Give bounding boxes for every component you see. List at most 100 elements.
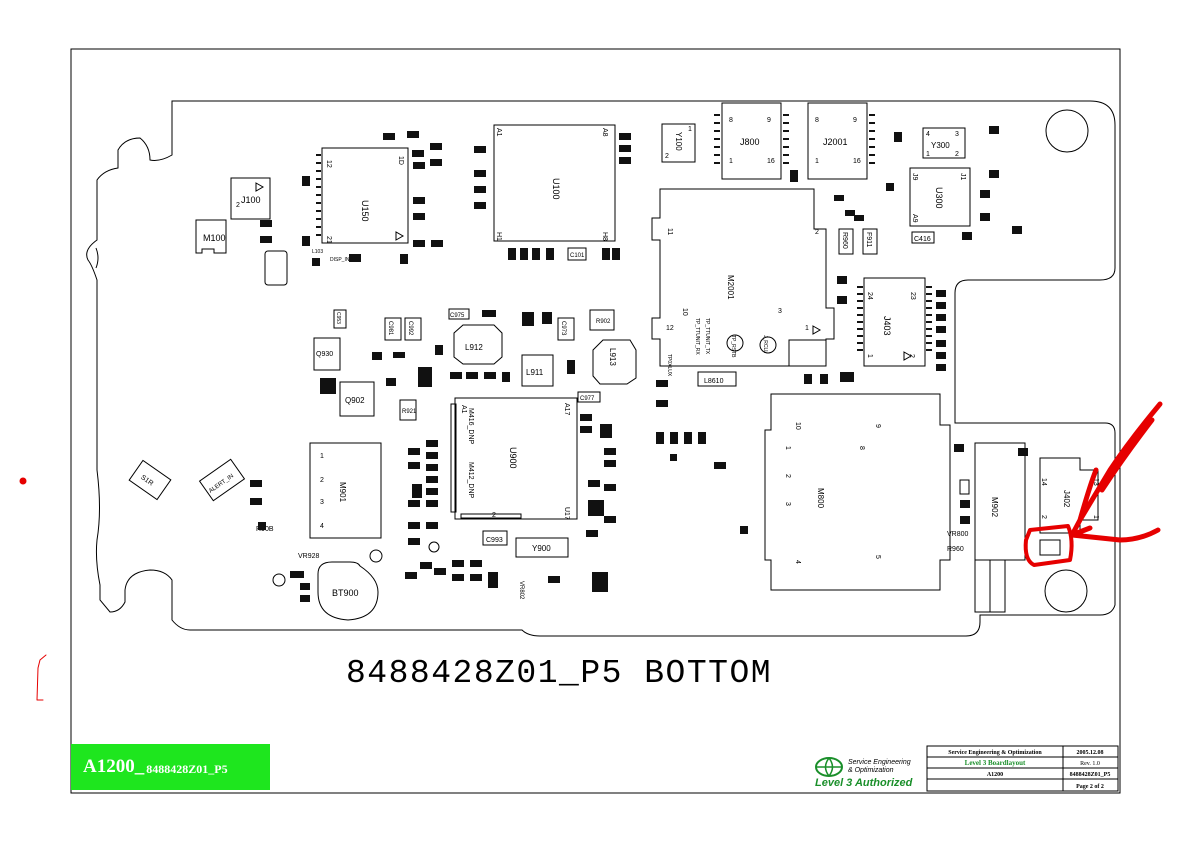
vr800-label: VR800 (947, 531, 969, 538)
bt900-label: BT900 (332, 588, 359, 598)
m2001-pin-1: 1 (805, 325, 809, 332)
m902-label: M902 (990, 497, 999, 518)
j2001-label: J2001 (823, 137, 848, 147)
capacitor-c101 (567, 247, 587, 261)
r921-label: R921 (402, 409, 417, 415)
capacitor-c975 (448, 308, 470, 320)
l912-label: L912 (465, 343, 483, 352)
j-rcll-label: J_RCLL (762, 335, 768, 353)
connector-j2001: J2001 8 9 1 16 (807, 102, 875, 180)
ic-u100: U100 A1 A8 H1 H8 (493, 124, 616, 242)
tp0xlux-label: TP0XLUX (666, 354, 672, 377)
crystal-y100: Y100 1 2 (661, 123, 696, 163)
u150-pin-b: 1D (397, 156, 404, 165)
m901-pin-1: 1 (320, 453, 324, 460)
module-m800: M800 10 9 8 1 2 3 4 5 (764, 393, 951, 591)
c992-label: C992 (407, 321, 413, 336)
vr928-label: VR928 (298, 553, 320, 560)
crystal-y300: Y300 4 3 1 2 (922, 127, 966, 159)
m800-label: M800 (816, 488, 825, 509)
u300-label: U300 (934, 187, 944, 209)
m800-pin-1: 1 (784, 446, 791, 450)
logo-tagline: Level 3 Authorized (815, 777, 913, 789)
j403-pin-1: 1 (866, 354, 873, 358)
y100-pin-1: 1 (688, 126, 692, 133)
u100-pin-a8: A8 (601, 128, 608, 137)
globe-logo-icon (815, 757, 843, 777)
resistor-r902 (589, 309, 615, 331)
board-outline (86, 100, 1116, 637)
j403-label: J403 (882, 316, 892, 336)
u900-pin-u17: U17 (563, 507, 570, 520)
u300-pin-a9: A9 (911, 214, 918, 223)
module-m100: M100 (195, 219, 288, 286)
m412-dnp-label: M412_DNP (467, 462, 474, 499)
l911-label: L911 (526, 368, 544, 377)
j800-pin-1: 1 (729, 158, 733, 165)
m901-pin-4: 4 (320, 523, 324, 530)
capacitor-c973 (557, 317, 575, 341)
capacitor-c953 (333, 309, 347, 329)
j2001-pin-8: 8 (815, 117, 819, 124)
j402-pin-1: 1 (1092, 515, 1099, 519)
u900-pin-a1: A1 (460, 405, 467, 414)
u150-label: U150 (360, 200, 370, 222)
y900-label: Y900 (532, 544, 551, 553)
transistor-q902: Q902 (339, 381, 375, 417)
switch-alert-in: ALERT_IN (198, 458, 246, 502)
resistor-r960 (959, 479, 970, 495)
capacitor-c992 (404, 317, 422, 341)
c401-label: R960 (841, 232, 848, 249)
board-code-label: 8488428Z01_P5 BOTTOM (346, 655, 772, 692)
m2001-pin-2: 2 (815, 229, 819, 236)
logo-line2: & Optimization (848, 767, 894, 774)
resistor-r921 (399, 399, 417, 421)
j403-pin-24: 24 (866, 292, 873, 300)
capacitor-c401-c416: R960 F911 (838, 228, 878, 255)
connector-j403: J403 24 23 1 2 (857, 277, 932, 367)
mounting-hole-top (1045, 109, 1089, 153)
j800-pin-9: 9 (767, 117, 771, 124)
c973-label: C973 (560, 321, 566, 336)
title-block-part-no: 8488428Z01_P5 (1070, 772, 1111, 778)
title-block-title: Level 3 Boardlayout (965, 759, 1026, 767)
m901-pin-2: 2 (320, 477, 324, 484)
connector-j402-pad (1039, 539, 1061, 556)
m100-label: M100 (203, 233, 226, 243)
y100-pin-2: 2 (665, 153, 669, 160)
j100-label: J100 (241, 195, 261, 205)
m2001-pin-10: 10 (681, 308, 688, 316)
m800-pin-10: 10 (794, 422, 801, 430)
connector-j402: J402 14 13 2 1 (1039, 457, 1099, 534)
smd-pads (250, 126, 1028, 602)
u900-label: U900 (508, 447, 518, 469)
module-m2001: M2001 11 2 10 3 12 1 (651, 188, 835, 367)
module-m902: M902 (974, 442, 1026, 613)
u100-pin-h1: H1 (495, 232, 502, 241)
y300-label: Y300 (931, 141, 950, 150)
mounting-hole-bottom (1044, 569, 1088, 613)
u100-pin-h8: H8 (601, 232, 608, 241)
j402-label: J402 (1062, 490, 1071, 508)
m800-pin-9: 9 (874, 424, 881, 428)
badge-model: A1200_ (83, 756, 145, 777)
red-markup-annotation (19, 401, 1163, 701)
m2001-label: M2001 (726, 275, 735, 300)
u900-pin-a17: A17 (563, 403, 570, 416)
module-m901: M901 1 2 3 4 (309, 442, 382, 539)
u150-pin-c: 21 (325, 236, 332, 244)
capacitor-c993 (482, 530, 508, 546)
c981-label: C981 (387, 321, 393, 336)
j2001-pin-1: 1 (815, 158, 819, 165)
y300-pin-4: 4 (926, 131, 930, 138)
f911-label: VR802 (518, 581, 524, 600)
y300-pin-3: 3 (955, 131, 959, 138)
tp-ttunit-tx-label: TP_TTUNIT_TX (704, 318, 710, 355)
j2001-pin-9: 9 (853, 117, 857, 124)
m901-pin-3: 3 (320, 499, 324, 506)
c300-label: C416 (914, 236, 931, 243)
c977-label: C977 (580, 396, 595, 402)
j800-pin-8: 8 (729, 117, 733, 124)
inductor-l913: L913 (592, 339, 637, 385)
capacitor-c300 (911, 231, 935, 244)
